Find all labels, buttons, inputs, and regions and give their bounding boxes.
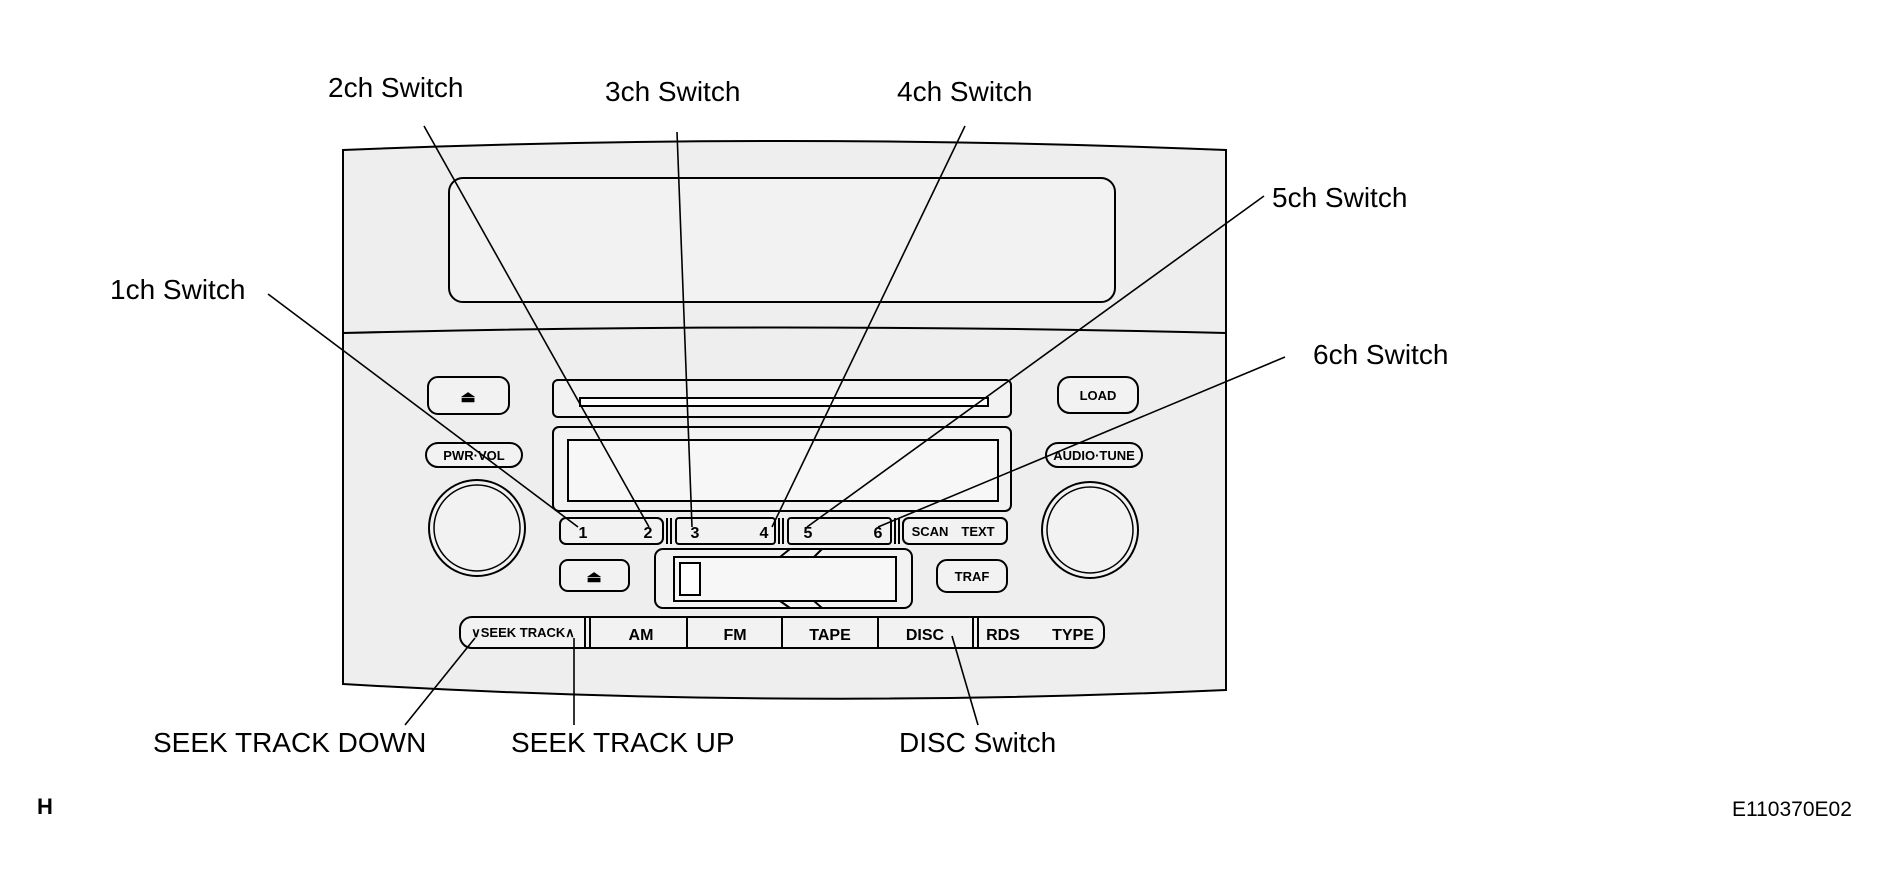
scan-text-button[interactable] — [902, 517, 1008, 545]
load-label: LOAD — [1080, 388, 1117, 403]
disc-slot — [579, 397, 989, 407]
audio-tune-button[interactable] — [1045, 442, 1143, 468]
upper-display-window — [448, 177, 1116, 303]
callout-disc: DISC Switch — [899, 727, 1056, 758]
callout-6ch: 6ch Switch — [1313, 339, 1448, 370]
leader-2ch — [423, 125, 650, 528]
callout-2ch: 2ch Switch — [328, 72, 463, 103]
preset-1-2-button[interactable] — [559, 517, 664, 545]
cassette-door — [679, 562, 701, 596]
fm-button[interactable]: FM — [723, 627, 746, 644]
text-label: TEXT — [961, 524, 994, 539]
tune-knob-ring — [1046, 486, 1134, 574]
disc-button[interactable]: DISC — [906, 627, 945, 644]
callout-4ch: 4ch Switch — [897, 76, 1032, 107]
pwr-vol-label: PWR·VOL — [443, 448, 504, 463]
preset-4-label: 4 — [760, 525, 769, 542]
preset-1-label: 1 — [579, 525, 588, 542]
audio-tune-label: AUDIO·TUNE — [1053, 448, 1135, 463]
leader-seek-down — [404, 637, 476, 726]
preset-3-4-button[interactable] — [675, 517, 776, 545]
leader-1ch — [267, 293, 579, 528]
am-button[interactable]: AM — [629, 627, 654, 644]
eject-button-bottom[interactable] — [559, 559, 630, 592]
preset-3-label: 3 — [691, 525, 700, 542]
seek-track-button[interactable]: ∨SEEK TRACK∧ — [471, 625, 575, 640]
leader-4ch — [771, 125, 966, 528]
leader-disc — [951, 635, 979, 726]
main-display — [567, 439, 999, 502]
eject-button-top[interactable] — [427, 376, 510, 415]
preset-5-6-button[interactable] — [787, 517, 892, 545]
traf-button[interactable] — [936, 559, 1008, 593]
volume-knob[interactable] — [428, 479, 526, 577]
preset-5-label: 5 — [804, 525, 813, 542]
leader-3ch — [676, 131, 693, 528]
traf-label: TRAF — [955, 569, 990, 584]
load-button[interactable] — [1057, 376, 1139, 414]
preset-2-label: 2 — [644, 525, 653, 542]
callout-5ch: 5ch Switch — [1272, 182, 1407, 213]
pwr-vol-button[interactable] — [425, 442, 523, 468]
volume-knob-ring — [433, 484, 521, 572]
eject-icon-bottom: ⏏ — [586, 569, 601, 586]
callout-seek-down: SEEK TRACK DOWN — [153, 727, 426, 758]
rds-button[interactable]: RDS — [986, 627, 1020, 644]
leader-5ch — [806, 195, 1265, 528]
type-button[interactable]: TYPE — [1052, 627, 1094, 644]
preset-6-label: 6 — [874, 525, 883, 542]
cassette-guides — [779, 548, 823, 609]
corner-label-left: H — [37, 794, 53, 819]
tape-button[interactable]: TAPE — [809, 627, 851, 644]
callout-seek-up: SEEK TRACK UP — [511, 727, 735, 758]
leader-6ch — [877, 356, 1286, 528]
callout-1ch: 1ch Switch — [110, 274, 245, 305]
corner-label-right: E110370E02 — [1732, 798, 1852, 821]
scan-label: SCAN — [912, 524, 949, 539]
cassette-slot — [673, 556, 897, 602]
eject-icon-top: ⏏ — [460, 389, 475, 406]
callout-3ch: 3ch Switch — [605, 76, 740, 107]
faceplate-divider — [342, 326, 1227, 334]
tune-knob[interactable] — [1041, 481, 1139, 579]
